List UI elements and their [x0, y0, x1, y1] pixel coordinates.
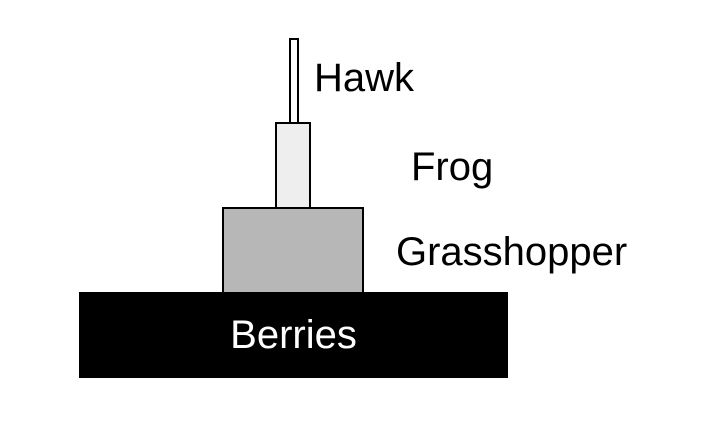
hawk-label: Hawk [314, 56, 415, 100]
berries-tier-bar: Berries [79, 292, 508, 378]
grasshopper-label: Grasshopper [396, 230, 628, 274]
frog-tier-bar [275, 122, 311, 210]
grasshopper-tier-bar [222, 207, 364, 294]
hawk-tier-bar [289, 38, 299, 124]
berries-label: Berries [230, 313, 357, 357]
frog-label: Frog [411, 145, 494, 189]
